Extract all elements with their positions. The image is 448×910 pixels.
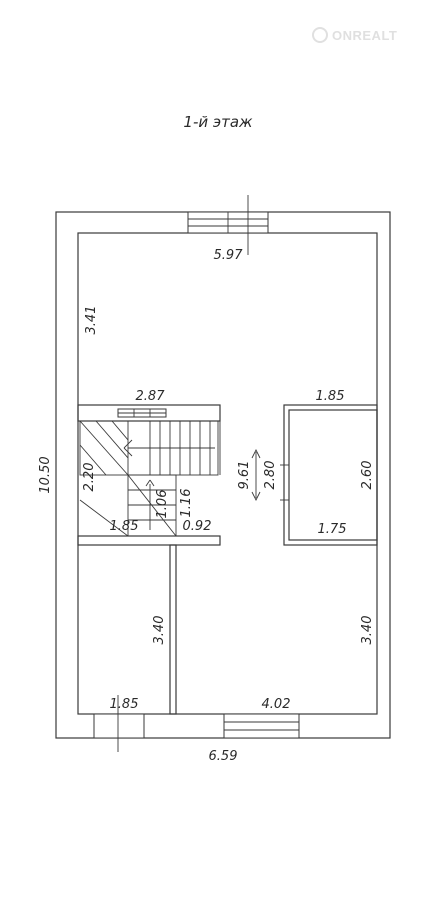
dim-corridor-length: 9.61 (237, 461, 252, 490)
bathroom-walls (280, 404, 378, 546)
dim-bottom-width: 6.59 (209, 749, 238, 764)
dim-stair-bottom-left: 1.85 (110, 519, 139, 534)
inner-wall-outline (77, 232, 378, 715)
staircase (79, 420, 219, 537)
partition-walls (169, 544, 177, 715)
dim-bottom-left-room: 1.85 (110, 697, 139, 712)
dim-landing-2: 1.16 (179, 489, 194, 518)
dim-outer-height: 10.50 (38, 456, 53, 493)
dim-bottom-right-room: 4.02 (262, 697, 291, 712)
vent-grille (117, 408, 167, 418)
dim-bath-width-bottom: 1.75 (318, 522, 347, 537)
dim-bath-width-top: 1.85 (316, 389, 345, 404)
top-window (187, 195, 269, 255)
dim-bath-height-right: 2.60 (360, 461, 375, 490)
watermark: ONREALT (312, 27, 397, 43)
dim-top-width: 5.97 (214, 248, 244, 263)
dim-left-lower-room: 3.40 (152, 616, 167, 645)
dim-landing-1: 1.06 (155, 490, 170, 519)
floor-title: 1-й этаж (183, 113, 253, 131)
dim-bath-height-left: 2.80 (263, 461, 278, 490)
dim-left-upper-room: 3.41 (84, 306, 99, 335)
corridor-dimension-arrow (251, 448, 261, 502)
dim-stair-run: 2.20 (82, 463, 97, 492)
dim-stair-width: 2.87 (136, 389, 166, 404)
entrance-door (93, 695, 145, 752)
watermark-text: ONREALT (332, 28, 397, 43)
dim-right-lower-room: 3.40 (360, 616, 375, 645)
watermark-logo-icon (312, 27, 328, 43)
dim-stair-bottom-right: 0.92 (183, 519, 212, 534)
bottom-window (223, 713, 300, 739)
